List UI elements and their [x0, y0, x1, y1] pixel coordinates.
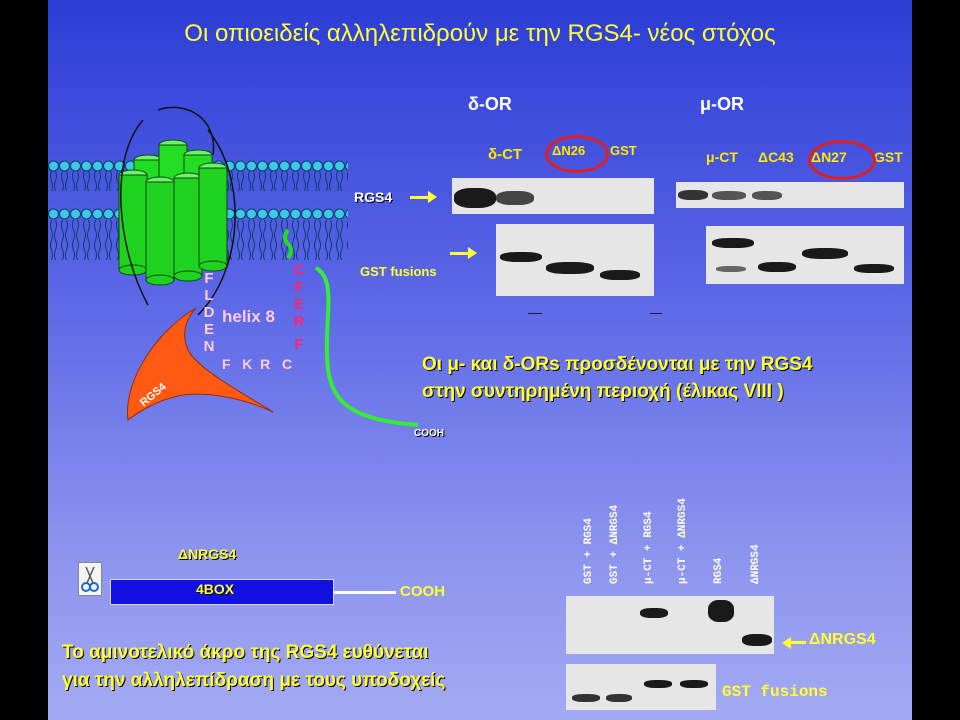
- conclusion-line-2: για την αλληλεπίδραση με τους υποδοχείς: [62, 670, 446, 691]
- lower-gst-blot: [566, 664, 716, 710]
- gst-arrow-shaft: [450, 252, 470, 255]
- lane-label-mct-rgs4: μ-CT + RGS4: [643, 511, 655, 584]
- delta-gst-blot: [496, 224, 654, 296]
- receptor-illustration: [48, 106, 419, 427]
- receptor-loops: [120, 106, 236, 316]
- rgs4-arrow-head: [428, 191, 437, 203]
- delta-or-heading: δ-OR: [468, 94, 512, 114]
- lane-delta-ct: δ-CT: [488, 146, 523, 163]
- dnrgs4-construct-label: ΔNRGS4: [178, 546, 237, 562]
- 4box-domain: [110, 579, 334, 605]
- lane-mu-gst: GST: [874, 149, 903, 165]
- gst-fusions-row-label: GST fusions: [360, 264, 437, 279]
- gst-arrow-head: [468, 247, 477, 259]
- rgs4-shape: [127, 307, 274, 421]
- delta-rgs4-blot: [452, 178, 654, 214]
- rgs4-arrow-shaft: [410, 196, 430, 199]
- dn26-highlight-circle: [545, 135, 609, 173]
- lane-delta-gst: GST: [610, 143, 637, 158]
- lane-mu-ct: μ-CT: [706, 149, 738, 165]
- cooh-tail-label: COOH: [414, 428, 444, 439]
- lower-gst-fusions-label: GST fusions: [722, 683, 828, 701]
- rgs4-row-label: RGS4: [354, 189, 393, 205]
- scissors-icon: [78, 562, 102, 596]
- lane-dc43: ΔC43: [758, 149, 794, 165]
- lane-label-rgs4: RGS4: [713, 557, 725, 584]
- c-terminal-tail: [314, 266, 419, 427]
- slide: Οι οπιοειδείς αλληλεπιδρούν με την RGS4-…: [48, 0, 912, 720]
- helix-8-coil: [283, 228, 293, 260]
- dnrgs4-arrow-head: [782, 637, 791, 649]
- dn27-highlight-circle: [808, 140, 876, 180]
- receptor-helices: [118, 139, 228, 286]
- helix-bottom-letters: F K R C: [222, 356, 293, 372]
- page-title: Οι οπιοειδείς αλληλεπιδρούν με την RGS4-…: [184, 20, 776, 47]
- finding-line-1: Οι μ- και δ-ORs προσδένονται με την RGS4: [422, 354, 813, 375]
- lane-label-mct-dnrgs4: μ-CT + ΔNRGS4: [677, 498, 689, 584]
- lane-label-gst-rgs4: GST + RGS4: [583, 517, 595, 584]
- conclusion-line-1: Το αμινοτελικό άκρο της RGS4 ευθύνεται: [62, 642, 429, 663]
- construct-cooh-label: COOH: [400, 583, 445, 600]
- mu-or-heading: μ-OR: [700, 94, 745, 114]
- delta-blot-marker-2: [650, 313, 662, 314]
- finding-line-2: στην συντηρημένη περιοχή (έλικας VIII ): [422, 381, 784, 402]
- lower-rgs4-blot: [566, 596, 774, 654]
- construct-tail-line: [334, 591, 396, 594]
- helix-8-label: helix 8: [222, 307, 275, 326]
- mu-gst-blot: [706, 226, 904, 284]
- dnrgs4-band-label: ΔNRGS4: [809, 631, 876, 648]
- lane-label-dnrgs4: ΔNRGS4: [750, 544, 762, 584]
- mu-rgs4-blot: [676, 182, 904, 208]
- lane-label-gst-dnrgs4: GST + ΔNRGS4: [609, 504, 621, 584]
- delta-blot-marker-1: [528, 313, 542, 314]
- dnrgs4-arrow-shaft: [790, 641, 806, 644]
- 4box-label: 4BOX: [196, 581, 235, 597]
